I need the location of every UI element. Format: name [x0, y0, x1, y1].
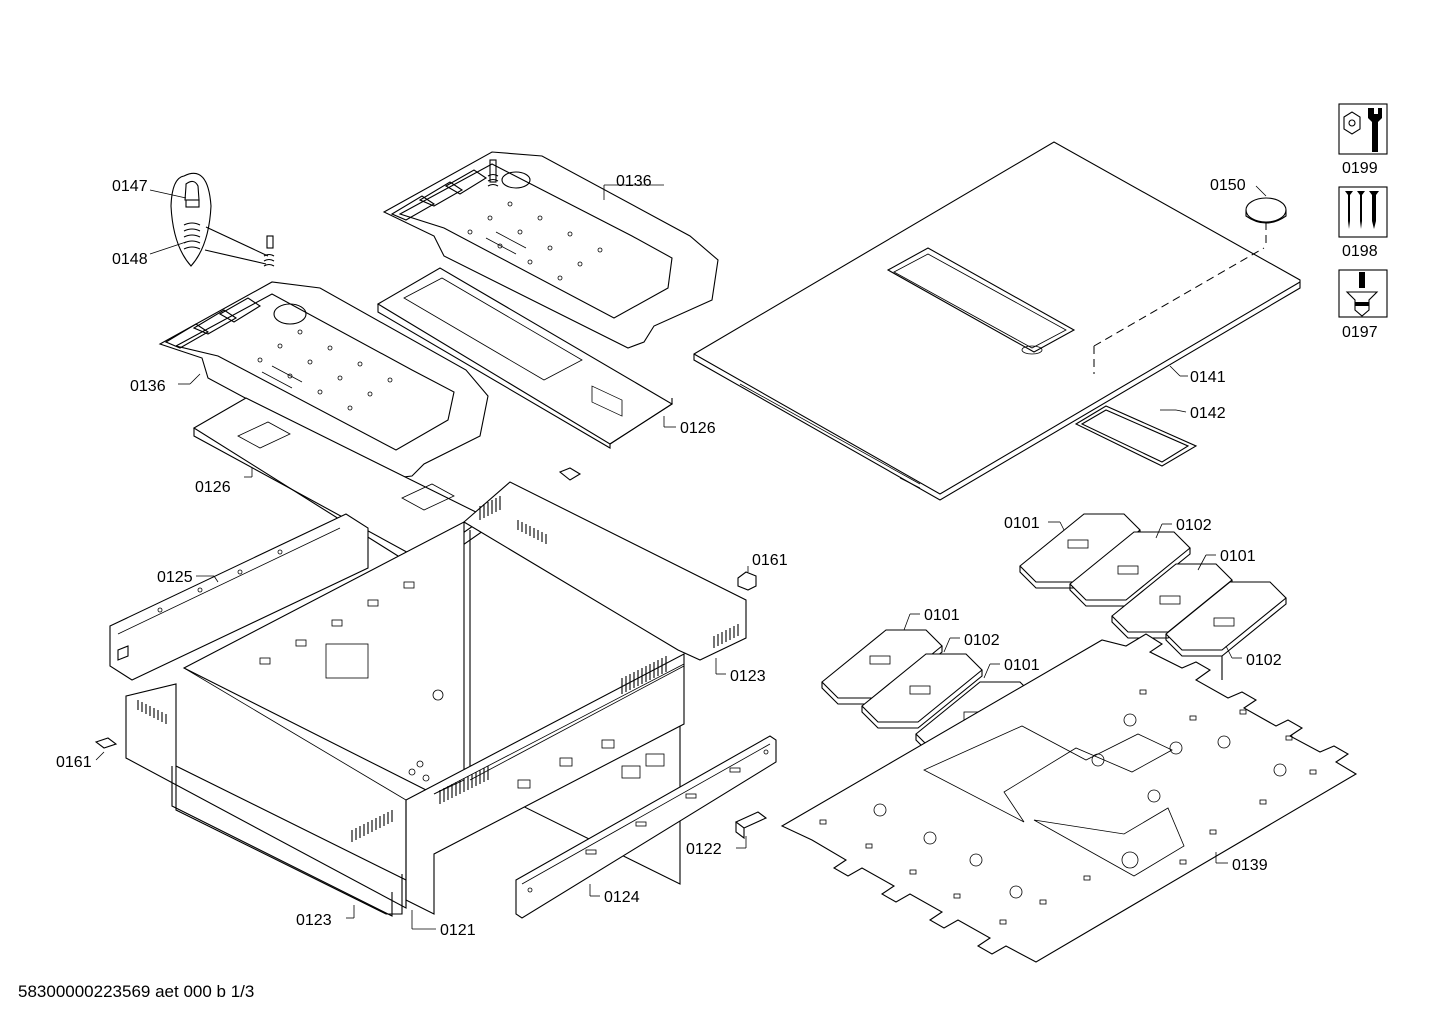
- callout-0126-lower: 0126: [195, 479, 231, 496]
- coil-lower-1: [821, 629, 943, 705]
- callout-0102-c: 0102: [964, 632, 1000, 649]
- coil-upper-4: [1165, 581, 1287, 680]
- callout-0101-c: 0101: [924, 607, 960, 624]
- callout-0121: 0121: [440, 922, 476, 939]
- bracket-0161-right: 0161: [737, 552, 788, 591]
- callout-0123-right: 0123: [730, 668, 766, 685]
- main-housing: 0121: [125, 481, 747, 939]
- callout-0161-left: 0161: [56, 754, 92, 771]
- legend-label: 0197: [1342, 324, 1378, 341]
- callout-0101-a: 0101: [1004, 515, 1040, 532]
- lubricant-tube-icon: [1338, 269, 1388, 318]
- fan-frame-lower: 0136: [130, 281, 489, 479]
- small-clip: [558, 467, 582, 481]
- clip-0122: 0122: [686, 811, 768, 858]
- hardware-nut-wrench-icon: [1338, 103, 1388, 155]
- bracket-0161-left: 0161: [56, 737, 118, 771]
- support-plate-upper: 0126: [376, 267, 716, 449]
- callout-0126-upper: 0126: [680, 420, 716, 437]
- spring-foot-detail: 0147 0148: [112, 172, 275, 268]
- rail-0124: 0124: [515, 735, 777, 919]
- callout-0123-left: 0123: [296, 912, 332, 929]
- glass-cooktop: 0141: [693, 141, 1301, 501]
- callout-0141: 0141: [1190, 369, 1226, 386]
- gasket-0142: 0142: [1074, 405, 1226, 467]
- callout-0124: 0124: [604, 889, 640, 906]
- callout-0102-b: 0102: [1246, 652, 1282, 669]
- callout-0101-d: 0101: [1004, 657, 1040, 674]
- callout-0136-upper: 0136: [616, 173, 652, 190]
- document-footer-id: 58300000223569 aet 000 b 1/3: [18, 982, 255, 1001]
- callout-0142: 0142: [1190, 405, 1226, 422]
- side-panel-left-rear: 0125: [109, 513, 369, 681]
- callout-0136-lower: 0136: [130, 378, 166, 395]
- screws-icon: [1338, 186, 1388, 238]
- callout-0148: 0148: [112, 251, 148, 268]
- callout-0147: 0147: [112, 178, 148, 195]
- callout-0161-right: 0161: [752, 552, 788, 569]
- callout-0101-b: 0101: [1220, 548, 1256, 565]
- coil-lower-2: [861, 653, 983, 729]
- callout-0122: 0122: [686, 841, 722, 858]
- callout-0125: 0125: [157, 569, 193, 586]
- legend-label: 0199: [1342, 160, 1378, 177]
- coil-upper-2: [1069, 531, 1191, 607]
- support-plate-lower: 0126: [192, 397, 498, 567]
- legend-0198: 0198: [1338, 186, 1388, 260]
- callout-0139: 0139: [1232, 857, 1268, 874]
- side-panel-0123-right: 0123: [715, 658, 766, 685]
- callout-0102-a: 0102: [1176, 517, 1212, 534]
- base-plate-0139: 0139: [780, 633, 1358, 963]
- cap-0150: 0150: [1210, 177, 1287, 244]
- side-panel-0123-left: 0123: [175, 766, 403, 929]
- legend-label: 0198: [1342, 243, 1378, 260]
- legend-0199: 0199: [1338, 103, 1388, 177]
- callout-0150: 0150: [1210, 177, 1246, 194]
- fan-frame-upper: 0136: [382, 151, 719, 349]
- legend-0197: 0197: [1338, 269, 1388, 341]
